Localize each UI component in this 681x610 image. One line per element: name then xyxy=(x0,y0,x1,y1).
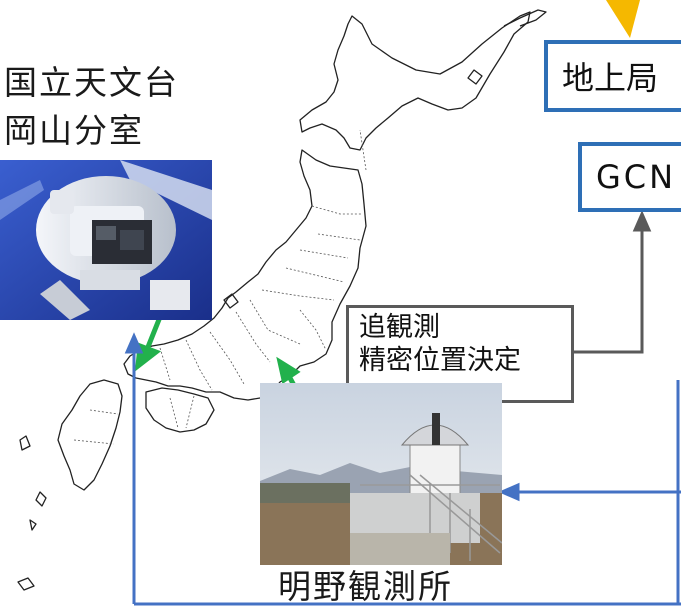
green-arrow-akeno-head xyxy=(276,356,301,385)
hokkaido-outline xyxy=(299,11,531,151)
honshu-outline xyxy=(123,149,367,401)
followup-line1: 追観測 xyxy=(359,312,440,343)
satellite-beam xyxy=(606,0,640,38)
green-arrow-okayama-head xyxy=(134,342,162,372)
okayama-label-line1: 国立天文台 xyxy=(4,63,179,102)
kyushu-outline xyxy=(57,379,123,491)
okayama-label-line2: 岡山分室 xyxy=(4,111,144,150)
akeno-observatory-photo xyxy=(260,383,502,565)
okayama-telescope-photo xyxy=(0,160,212,320)
ground-station-label: 地上局 xyxy=(562,59,659,97)
gray-arrow xyxy=(572,210,652,354)
gcn-box: GCN xyxy=(578,142,681,212)
blue-arrows xyxy=(124,332,681,606)
gcn-label: GCN xyxy=(596,158,677,196)
ground-station-box: 地上局 xyxy=(544,40,681,112)
akeno-label: 明野観測所 xyxy=(278,567,453,606)
followup-line2: 精密位置決定 xyxy=(359,344,521,376)
shikoku-outline xyxy=(145,387,215,433)
